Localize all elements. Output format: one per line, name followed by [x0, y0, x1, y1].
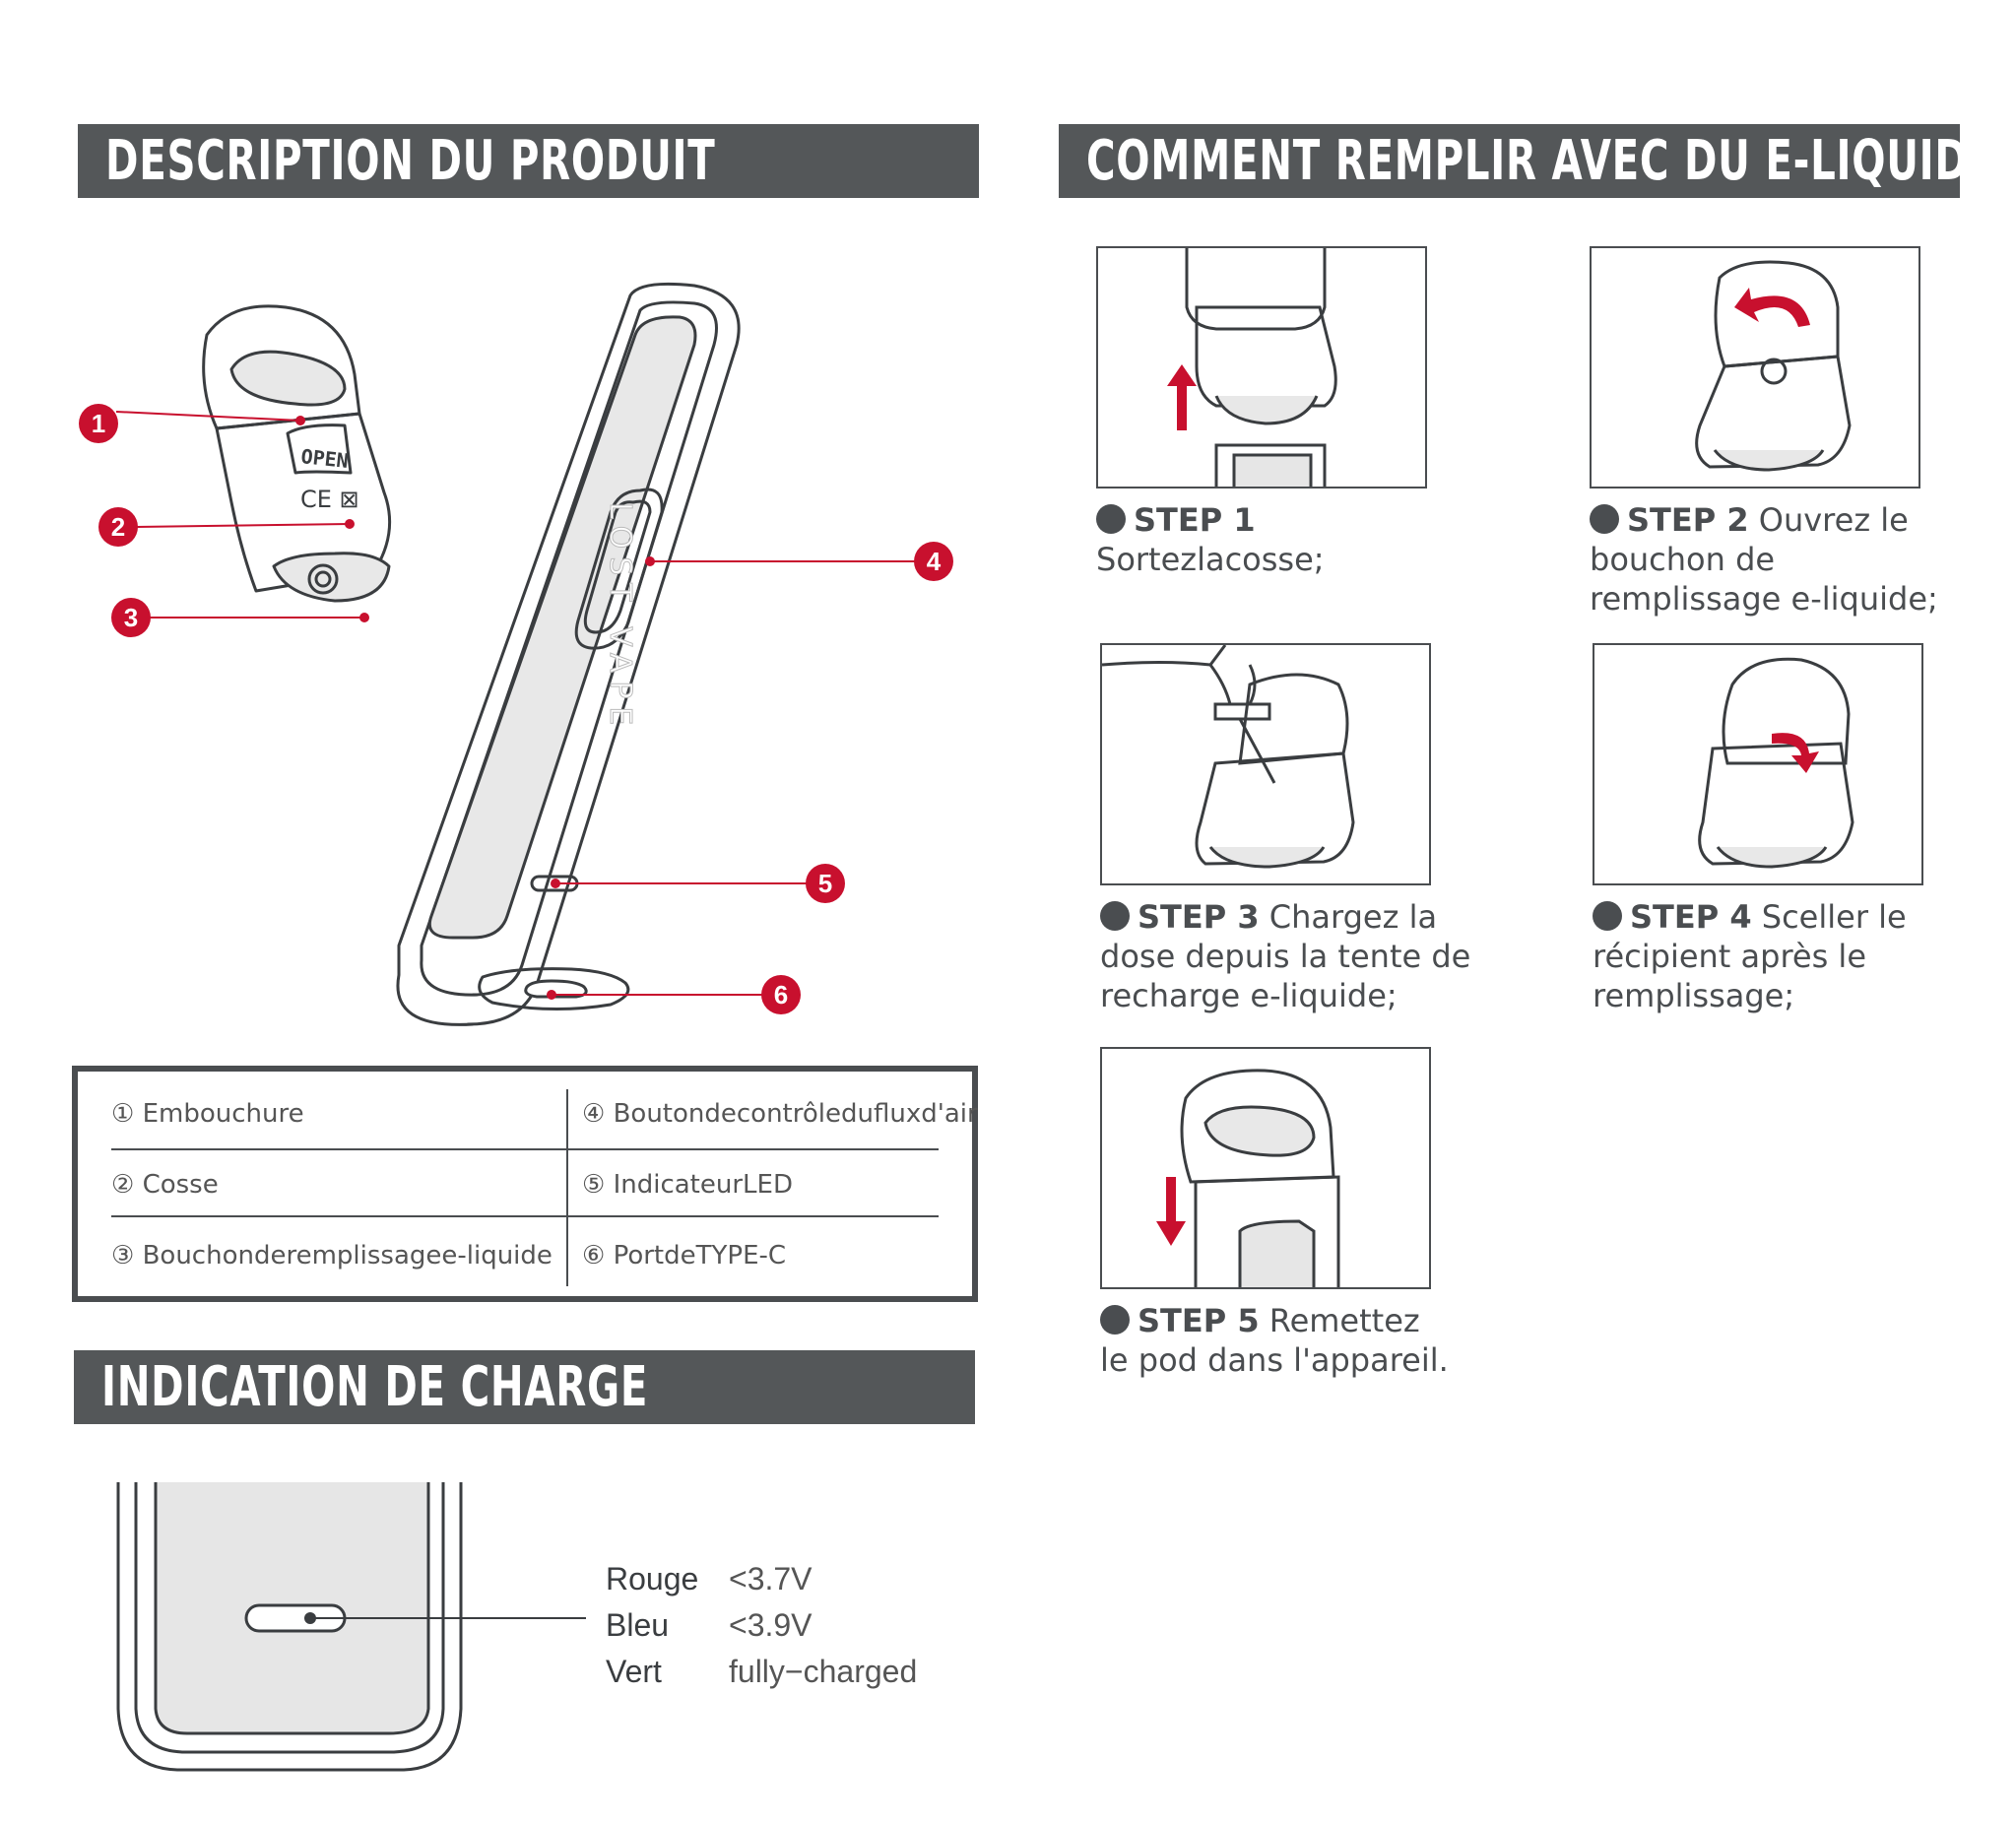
charge-value-red: <3.7V [729, 1561, 813, 1596]
legend-rule-2 [111, 1215, 939, 1217]
pod [202, 304, 392, 603]
charge-row-green: Vert fully−charged [606, 1654, 917, 1690]
callout-4: 4 [914, 542, 953, 581]
step-4-image [1593, 643, 1923, 885]
charge-banner: INDICATION DE CHARGE [74, 1350, 975, 1424]
charge-row-red: Rouge <3.7V [606, 1561, 813, 1597]
device-body [396, 282, 741, 1026]
callout-5: 5 [806, 864, 845, 903]
step-bullet-icon [1100, 901, 1130, 931]
fill-title: COMMENT REMPLIR AVEC DU E-LIQUIDE [1086, 129, 1996, 193]
product-illustration: LOST VAPE OPEN CE ⊠ [115, 282, 916, 1026]
legend-item-4: ④ Boutondecontrôledufluxd'air [582, 1099, 978, 1129]
pod-marks: CE ⊠ [300, 486, 359, 513]
charge-value-blue: <3.9V [729, 1607, 813, 1643]
fill-banner: COMMENT REMPLIR AVEC DU E-LIQUIDE [1059, 124, 1995, 198]
step-2-text: STEP 2 Ouvrez le bouchon de remplissage … [1590, 501, 1938, 618]
legend-item-6: ⑥ PortdeTYPE-C [582, 1241, 787, 1270]
callout-2: 2 [98, 507, 138, 547]
callout-1: 1 [79, 404, 118, 443]
charge-name-blue: Bleu [606, 1607, 670, 1643]
charge-title: INDICATION DE CHARGE [101, 1355, 649, 1419]
step-bullet-icon [1590, 504, 1619, 534]
step-bullet-icon [1100, 1305, 1130, 1335]
step-1-image [1096, 246, 1427, 489]
charge-name-green: Vert [606, 1654, 662, 1689]
brand-text: LOST VAPE [603, 502, 637, 733]
legend-rule-1 [111, 1148, 939, 1150]
callout-3: 3 [111, 598, 151, 637]
step-bullet-icon [1096, 504, 1126, 534]
legend-item-1: ① Embouchure [111, 1099, 304, 1129]
step-5-image [1100, 1047, 1431, 1289]
step-1-text: STEP 1 Sortezlacosse; [1096, 501, 1325, 578]
legend-divider [566, 1089, 568, 1286]
charge-value-green: fully−charged [729, 1654, 918, 1689]
pod-open-label: OPEN [299, 444, 349, 473]
step-5-text: STEP 5 Remettez le pod dans l'appareil. [1100, 1302, 1449, 1379]
step-3-image [1100, 643, 1431, 885]
legend-table: ① Embouchure ② Cosse ③ Bouchonderempliss… [72, 1066, 978, 1302]
charge-illustration [116, 1482, 586, 1772]
step-4-text: STEP 4 Sceller le récipient après le rem… [1593, 898, 1907, 1014]
callout-6: 6 [761, 975, 801, 1014]
legend-item-2: ② Cosse [111, 1170, 219, 1200]
step-bullet-icon [1593, 901, 1622, 931]
step-2-image [1590, 246, 1920, 489]
description-title: DESCRIPTION DU PRODUIT [105, 129, 716, 193]
charge-row-blue: Bleu <3.9V [606, 1607, 813, 1644]
legend-item-5: ⑤ IndicateurLED [582, 1170, 793, 1200]
legend-item-3: ③ Bouchonderemplissagee-liquide [111, 1241, 553, 1270]
step-3-text: STEP 3 Chargez la dose depuis la tente d… [1100, 898, 1471, 1014]
description-banner: DESCRIPTION DU PRODUIT [78, 124, 979, 198]
leader-lines [115, 411, 916, 1000]
charge-name-red: Rouge [606, 1561, 699, 1596]
